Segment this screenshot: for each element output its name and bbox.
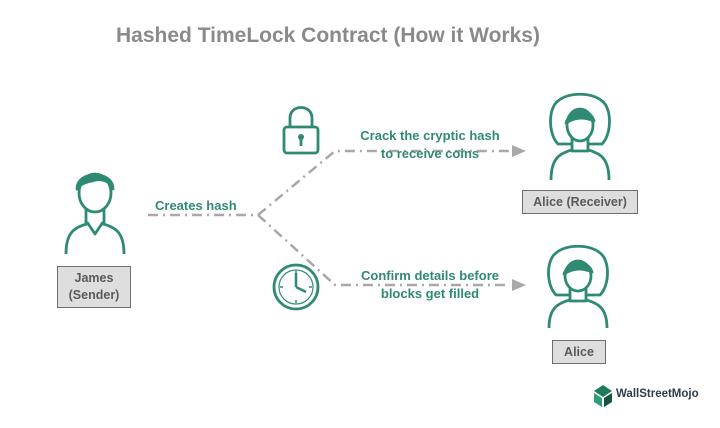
padlock-icon [282,106,320,155]
crack-hash-label: Crack the cryptic hash to receive coins [340,127,520,163]
clock-icon [272,263,320,311]
connector-lower [257,214,510,287]
creates-hash-label: Creates hash [155,198,237,213]
alice-label: Alice [552,340,606,364]
brand-logo-icon [594,385,612,407]
sender-label: James (Sender) [57,266,131,308]
receiver-label: Alice (Receiver) [522,190,638,214]
person-female-icon [547,244,609,329]
connectors [148,149,510,287]
crack-hash-line-2: to receive coins [380,146,480,161]
diagram-title: Hashed TimeLock Contract (How it Works) [116,24,540,47]
confirm-details-line-1: Confirm details before [361,268,499,283]
crack-hash-line-1: Crack the cryptic hash [360,128,500,143]
arrowhead-lower [512,279,526,291]
person-male-icon [64,172,126,255]
arrowhead-upper [512,145,526,157]
person-female-icon [549,92,611,181]
confirm-details-line-2: blocks get filled [380,286,480,301]
brand-name: WallStreetMojo [616,388,699,400]
confirm-details-label: Confirm details before blocks get filled [340,267,520,303]
